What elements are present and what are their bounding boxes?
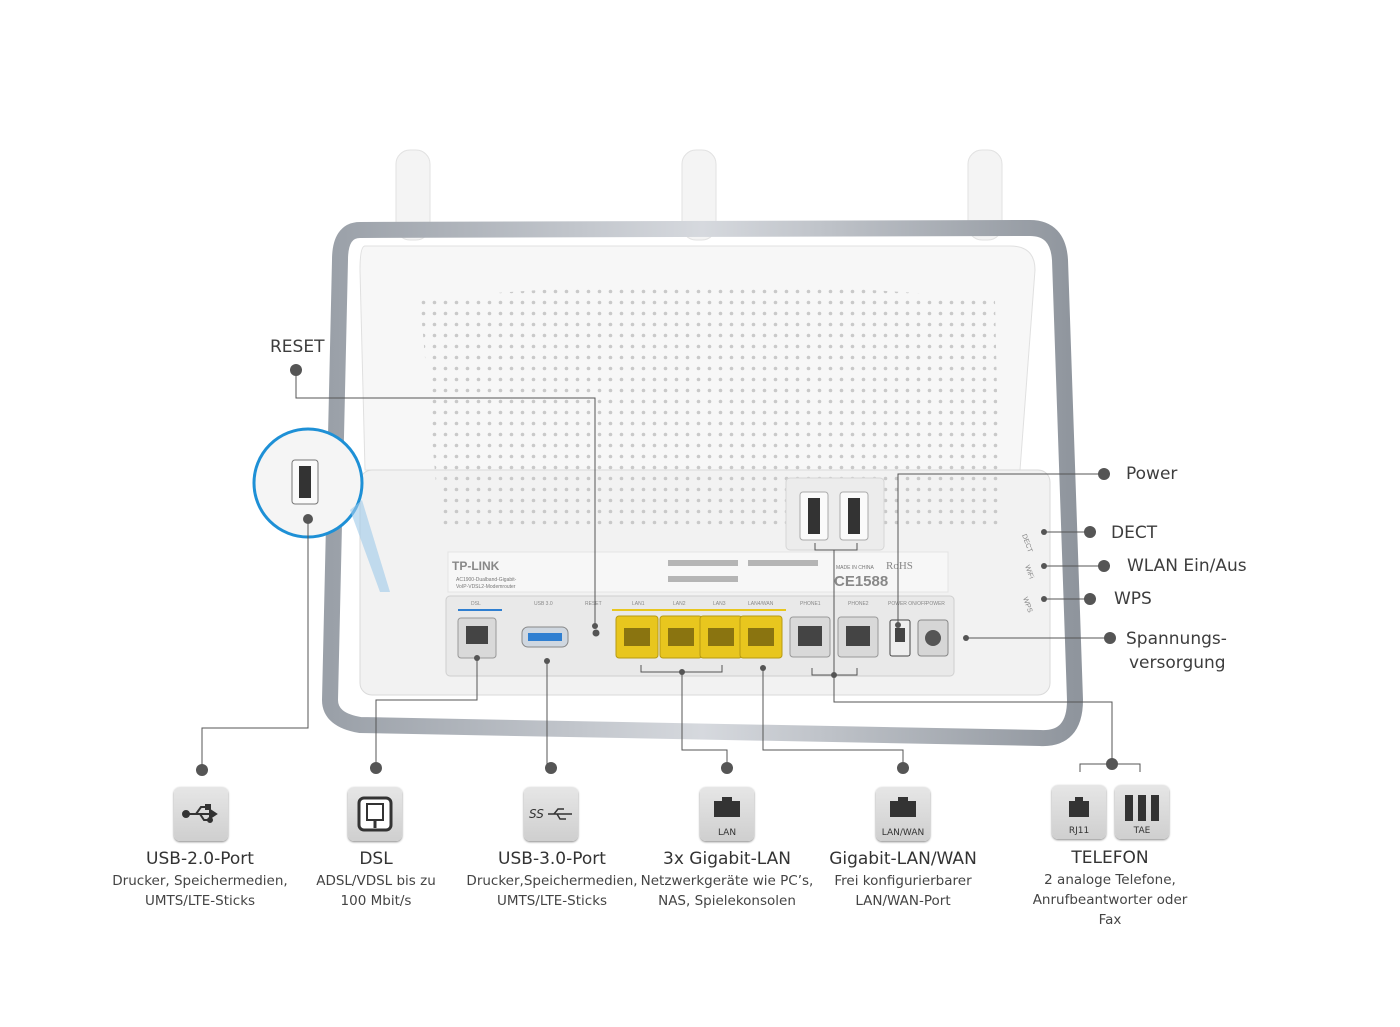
reset-label: RESET bbox=[270, 337, 325, 357]
vent-grille bbox=[420, 285, 1000, 530]
svg-text:POWER ON/OFF: POWER ON/OFF bbox=[888, 601, 927, 607]
dect-label: DECT bbox=[1111, 523, 1158, 543]
svg-text:RESET: RESET bbox=[585, 601, 602, 607]
rj11-icon: RJ11 bbox=[1052, 785, 1106, 839]
wlan-label: WLAN Ein/Aus bbox=[1127, 556, 1247, 576]
supply-label-line2: versorgung bbox=[1129, 653, 1226, 673]
svg-text:LAN4/WAN: LAN4/WAN bbox=[748, 601, 774, 607]
usb2-zoom-bubble bbox=[252, 427, 390, 592]
svg-text:LAN2: LAN2 bbox=[673, 601, 686, 607]
supply-label-line1: Spannungs- bbox=[1126, 629, 1227, 649]
dsl-icon bbox=[348, 787, 402, 841]
svg-text:DSL: DSL bbox=[471, 601, 481, 607]
wps-label: WPS bbox=[1114, 589, 1152, 609]
svg-text:MADE IN CHINA: MADE IN CHINA bbox=[836, 565, 874, 571]
svg-text:LAN1: LAN1 bbox=[632, 601, 645, 607]
antenna-right bbox=[967, 149, 1003, 241]
lan-ports bbox=[615, 615, 783, 659]
svg-text:RoHS: RoHS bbox=[886, 560, 913, 572]
svg-text:CE1588: CE1588 bbox=[834, 573, 888, 590]
svg-text:PHONE2: PHONE2 bbox=[848, 601, 869, 607]
power-label: Power bbox=[1126, 464, 1178, 484]
svg-text:POWER: POWER bbox=[926, 601, 945, 607]
brand-text: TP-LINK bbox=[452, 559, 500, 573]
usb-icon bbox=[174, 787, 228, 841]
tae-icon: TAE bbox=[1115, 785, 1169, 839]
stand-frame bbox=[321, 219, 1084, 747]
lan-icon: LAN bbox=[700, 787, 754, 841]
svg-text:USB 3.0: USB 3.0 bbox=[534, 601, 553, 607]
svg-text:LAN3: LAN3 bbox=[713, 601, 726, 607]
svg-text:VoIP-VDSL2-Modemrouter: VoIP-VDSL2-Modemrouter bbox=[456, 584, 516, 590]
label-plate bbox=[447, 551, 949, 593]
svg-text:SS: SS bbox=[529, 807, 544, 821]
svg-text:WiFi: WiFi bbox=[1023, 564, 1035, 580]
usb3-icon: SS bbox=[524, 787, 578, 841]
reset-hole bbox=[592, 629, 600, 637]
antenna-middle bbox=[681, 149, 717, 241]
svg-text:PHONE1: PHONE1 bbox=[800, 601, 821, 607]
antenna-left bbox=[395, 149, 431, 241]
callout-dots bbox=[196, 364, 1118, 776]
lan-wan-icon: LAN/WAN bbox=[876, 787, 930, 841]
port-label-row: DSL USB 3.0 RESET LAN1 LAN2 LAN3 LAN4/WA… bbox=[471, 601, 945, 607]
svg-text:AC1900-Dualband-Gigabit-: AC1900-Dualband-Gigabit- bbox=[456, 577, 517, 583]
